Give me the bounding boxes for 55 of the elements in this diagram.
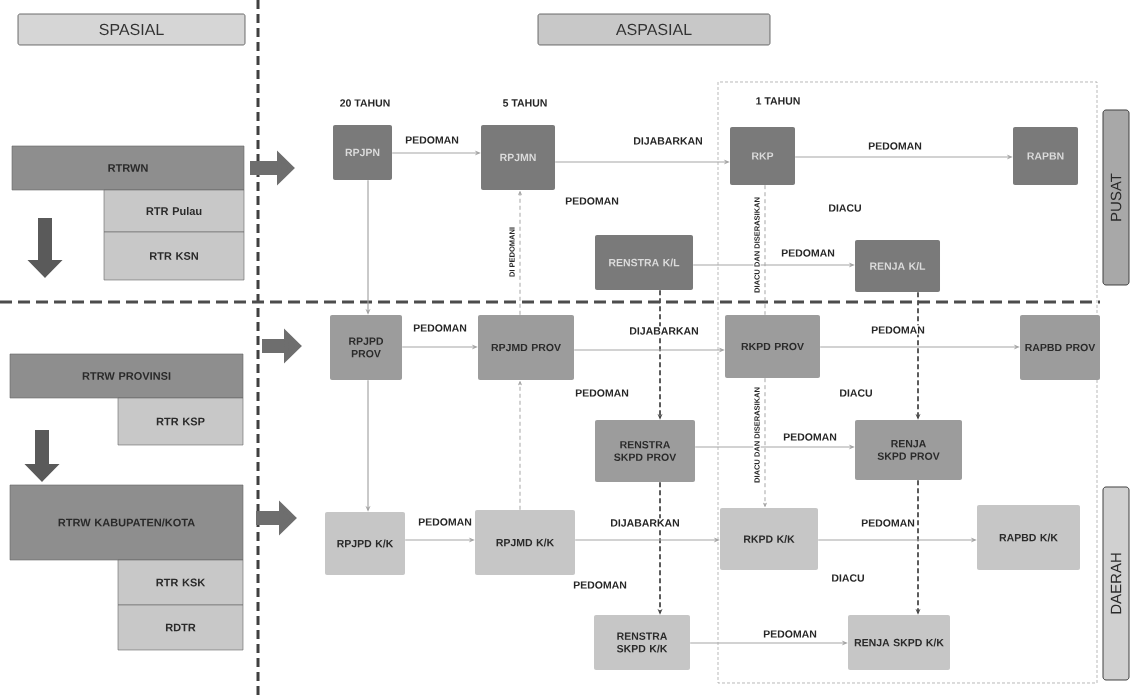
plan-box: RTR KSN bbox=[103, 231, 245, 281]
edge-label: PEDOMAN bbox=[412, 323, 468, 333]
section-header: ASPASIAL bbox=[537, 13, 771, 46]
plan-box: RENSTRA K/L bbox=[595, 235, 693, 290]
dashed-arrow bbox=[518, 191, 522, 316]
edge-label: PEDOMAN bbox=[417, 517, 473, 527]
plan-box: RTR KSK bbox=[117, 559, 244, 606]
edge-label: DIJABARKAN bbox=[632, 136, 704, 146]
section-header: SPASIAL bbox=[17, 13, 246, 46]
note-label: PEDOMAN bbox=[573, 581, 627, 589]
edge-label: PEDOMAN bbox=[860, 518, 916, 528]
edge-label: DIJABARKAN bbox=[609, 518, 681, 528]
plan-box: RPJPD PROV bbox=[330, 315, 402, 380]
plan-box: RENJA K/L bbox=[855, 240, 940, 292]
plan-box: RPJMD PROV bbox=[478, 315, 574, 380]
note-label: DIACU bbox=[840, 389, 872, 397]
plan-box: RENSTRA SKPD PROV bbox=[595, 420, 695, 482]
note-label: PEDOMAN bbox=[565, 197, 619, 205]
note-label: 5 TAHUN bbox=[503, 99, 547, 107]
plan-box: RAPBN bbox=[1013, 127, 1078, 185]
plan-box: RENJA SKPD K/K bbox=[848, 615, 950, 670]
plan-box: RPJPD K/K bbox=[325, 512, 405, 575]
edge-label: PEDOMAN bbox=[782, 432, 838, 442]
level-band: PUSAT bbox=[1102, 109, 1130, 286]
plan-box: RAPBD K/K bbox=[977, 505, 1080, 570]
plan-box: RPJMD K/K bbox=[475, 510, 575, 575]
dashed-line bbox=[764, 184, 766, 316]
edge-label: PEDOMAN bbox=[762, 629, 818, 639]
plan-box: RENJA SKPD PROV bbox=[855, 420, 962, 480]
plan-box: RENSTRA SKPD K/K bbox=[594, 615, 690, 670]
note-label: DIACU bbox=[832, 574, 864, 582]
plan-box: RKPD PROV bbox=[725, 315, 820, 378]
note-label: 1 TAHUN bbox=[756, 97, 800, 105]
edge-label: PEDOMAN bbox=[780, 248, 836, 258]
plan-box: RDTR bbox=[117, 604, 244, 651]
plan-box: RTRW PROVINSI bbox=[9, 353, 244, 399]
note-label: 20 TAHUN bbox=[340, 99, 390, 107]
plan-box: RAPBD PROV bbox=[1020, 315, 1100, 380]
dashed-arrow bbox=[763, 377, 767, 507]
edge-label: PEDOMAN bbox=[870, 325, 926, 335]
note-label: PEDOMAN bbox=[575, 389, 629, 397]
note-label: DIACU bbox=[829, 204, 861, 212]
plan-box: RTRW KABUPATEN/KOTA bbox=[9, 484, 244, 561]
edge-label: PEDOMAN bbox=[867, 141, 923, 151]
plan-box: RTRWN bbox=[11, 145, 245, 191]
dashed-arrow bbox=[518, 381, 522, 511]
edge-label: PEDOMAN bbox=[404, 135, 460, 145]
level-band: DAERAH bbox=[1102, 486, 1130, 681]
plan-box: RPJPN bbox=[333, 125, 392, 180]
edge-label: DIJABARKAN bbox=[628, 326, 700, 336]
plan-box: RTR KSP bbox=[117, 397, 244, 446]
plan-box: RTR Pulau bbox=[103, 189, 245, 233]
plan-box: RKP bbox=[730, 127, 795, 185]
plan-box: RKPD K/K bbox=[720, 508, 818, 570]
plan-box: RPJMN bbox=[481, 125, 555, 190]
